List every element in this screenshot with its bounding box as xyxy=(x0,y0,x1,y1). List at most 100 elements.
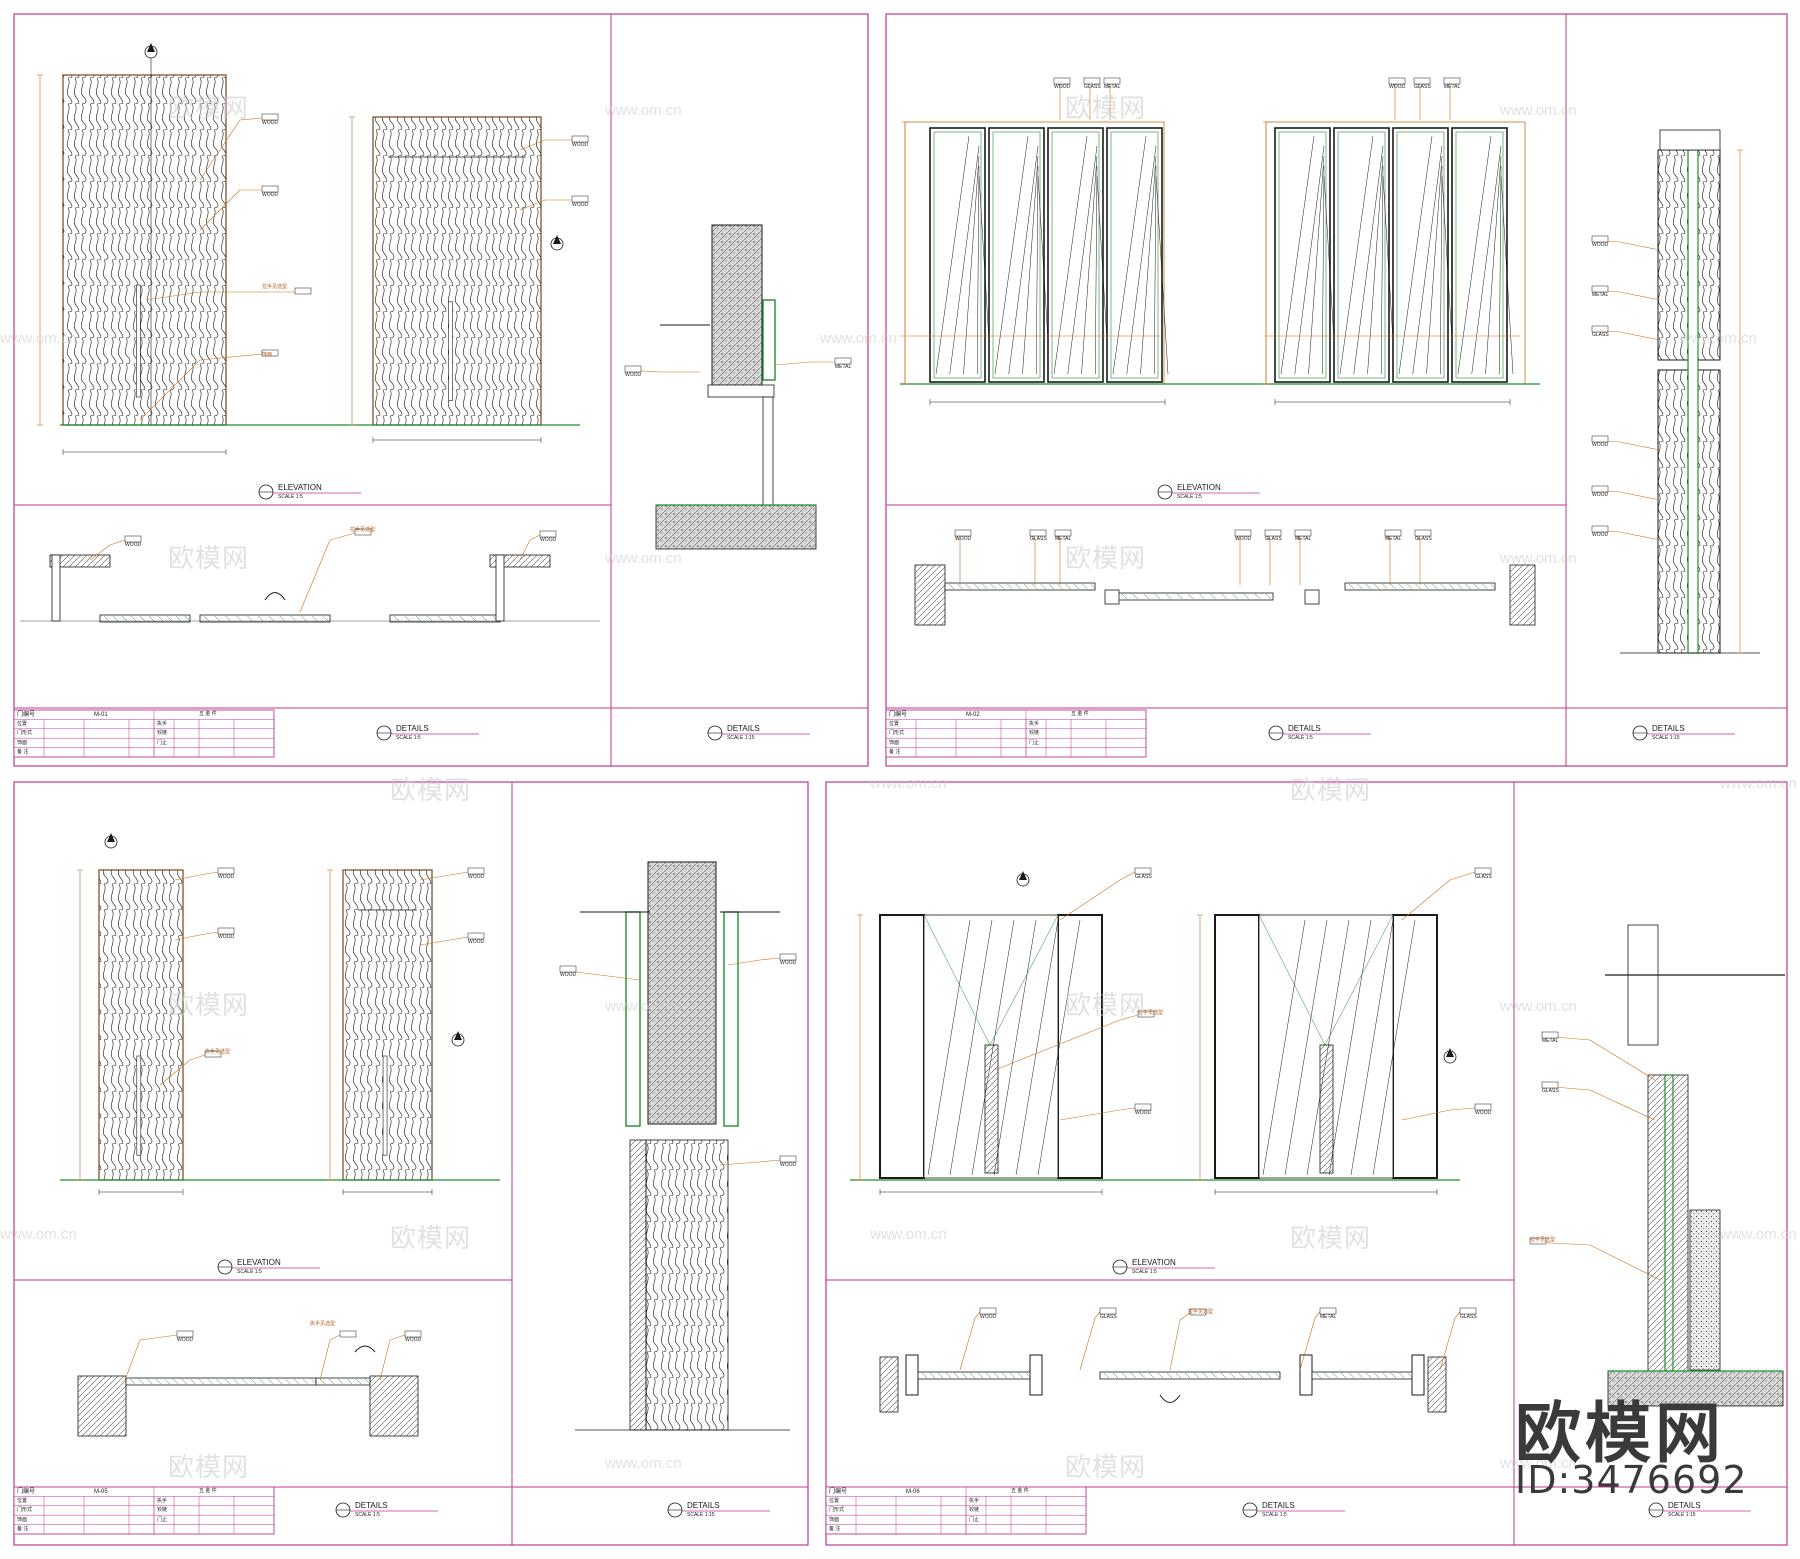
tag-label: METAL xyxy=(1055,536,1072,542)
leader-line xyxy=(89,544,111,561)
leader-line xyxy=(139,1334,178,1341)
plan-hatch xyxy=(1112,1372,1119,1379)
hardware-row-label: 执手 xyxy=(157,721,168,727)
tag-box xyxy=(571,195,589,203)
door-handle-bar xyxy=(136,1055,142,1156)
annotation-handle: 执手见选型 xyxy=(205,1049,231,1055)
plan-hatch xyxy=(279,615,286,622)
view-scale: SCALE 1:5 xyxy=(355,1512,380,1518)
plan-hatch xyxy=(302,1378,308,1385)
leader-line xyxy=(159,1059,191,1086)
plan-hatch xyxy=(1229,1372,1236,1379)
plan-hatch xyxy=(977,1372,984,1379)
view-title: ELEVATION xyxy=(1177,483,1221,492)
tag-box xyxy=(176,1330,194,1338)
plan-hatch xyxy=(1398,583,1405,590)
view-scale: SCALE 1:15 xyxy=(1652,735,1680,741)
annotation-handle: 拉手见选型 xyxy=(262,284,288,290)
plan-hatch xyxy=(139,615,146,622)
plan-hatch xyxy=(1017,1372,1024,1379)
plan-hatch xyxy=(268,1378,274,1385)
plan-hatch xyxy=(1143,593,1150,600)
section-arrow-icon xyxy=(147,43,155,52)
watermark-text: www.om.cn xyxy=(1500,550,1577,567)
watermark-text: www.om.cn xyxy=(1720,775,1797,792)
door-number-label: 门编号 xyxy=(17,712,36,718)
leader-line xyxy=(329,1334,341,1341)
view-title: ELEVATION xyxy=(1132,1258,1176,1267)
tag-label: METAL xyxy=(1592,292,1609,298)
glass-inner xyxy=(933,131,982,379)
hardware-row-label: 执手 xyxy=(1029,721,1040,727)
door-code: M-06 xyxy=(906,1489,920,1495)
leader-line xyxy=(519,199,546,211)
plan-door-section xyxy=(99,614,191,623)
watermark-text: www.om.cn xyxy=(870,775,947,792)
plan-hatch xyxy=(1238,1372,1245,1379)
sheet-frame xyxy=(13,13,869,767)
plan-hatch xyxy=(1007,583,1013,590)
side-light-frame xyxy=(1057,914,1103,1179)
plan-hatch xyxy=(1090,583,1096,590)
plan-hatch xyxy=(1382,1372,1388,1379)
watermark-text: www.om.cn xyxy=(1500,998,1577,1015)
glass-hatch xyxy=(1381,165,1384,375)
plan-hatch xyxy=(1157,1372,1164,1379)
glass-frame xyxy=(1274,127,1331,383)
view-title: DETAILS xyxy=(1288,724,1321,733)
tag-box xyxy=(354,528,372,536)
tag-box xyxy=(1053,77,1071,85)
hardware-row-label: 门止 xyxy=(157,1516,168,1523)
leader-line xyxy=(974,1311,981,1319)
glass-hatch xyxy=(1284,919,1328,1176)
plan-hatch xyxy=(346,1378,353,1385)
watermark-text: 欧模网 xyxy=(168,93,250,123)
plan-hatch xyxy=(1132,593,1139,600)
plan-hatch xyxy=(1032,583,1038,590)
tag-box xyxy=(124,535,142,543)
plan-hatch xyxy=(1254,593,1261,600)
leader-line xyxy=(519,539,531,561)
glass-hatch xyxy=(1140,155,1157,375)
annotation-handle-plan: 拉手见选型 xyxy=(1188,1309,1214,1315)
watermark-text: www.om.cn xyxy=(0,330,77,347)
plan-hatch xyxy=(1166,1372,1173,1379)
plan-hatch xyxy=(1407,1372,1413,1379)
tag-box xyxy=(979,1307,997,1315)
title-block xyxy=(13,709,275,758)
plan-hatch xyxy=(328,1378,335,1385)
title-block xyxy=(825,1486,1087,1535)
leader-line xyxy=(599,974,641,981)
tag-box xyxy=(204,1050,222,1058)
plan-hatch xyxy=(985,1372,992,1379)
leader-line xyxy=(1589,1039,1656,1081)
brand-id-text: ID:3476692 xyxy=(1515,1458,1748,1502)
hardware-title: 五 金 件 xyxy=(199,1488,217,1494)
tag-label: WOOD xyxy=(980,1314,997,1320)
tag-box xyxy=(1591,235,1609,243)
plan-hatch xyxy=(216,1378,222,1385)
leader-line xyxy=(329,532,356,541)
leader-line xyxy=(1619,291,1661,301)
wall-panel-section xyxy=(645,1139,729,1431)
door-leaf-section xyxy=(629,1139,647,1431)
annotation-handle-plan: 拉手见选型 xyxy=(350,527,376,533)
door-handle-bar xyxy=(136,284,141,398)
tag-box xyxy=(404,1330,422,1338)
view-scale: SCALE 1:5 xyxy=(1177,494,1202,500)
tag-box xyxy=(294,287,312,295)
floor-insert-section xyxy=(1689,1209,1721,1371)
plan-door-section xyxy=(315,1377,371,1386)
table-row-label: 饰面 xyxy=(17,739,28,746)
view-scale: SCALE 1:5 xyxy=(278,494,303,500)
glass-hatch xyxy=(1367,155,1384,375)
plan-hatch xyxy=(1315,1372,1322,1379)
plan-hatch xyxy=(404,615,411,622)
glass-frame xyxy=(1333,127,1390,383)
leader-line xyxy=(1059,879,1121,921)
plan-hatch xyxy=(224,1378,231,1385)
remark-label: 备 注 xyxy=(17,749,29,755)
leader-line xyxy=(759,1159,781,1163)
tag-label: WOOD xyxy=(1235,536,1252,542)
hardware-row-label: 门止 xyxy=(969,1516,980,1523)
